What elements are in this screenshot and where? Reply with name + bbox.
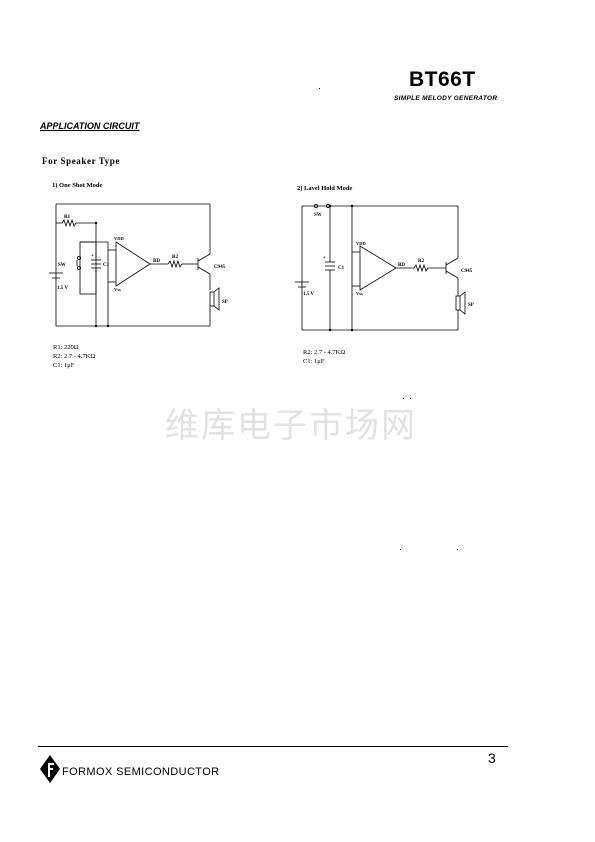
speck [457,549,458,550]
subsection-title: For Speaker Type [42,156,120,166]
parts-item: R1: 220Ω [53,344,79,351]
c1-label-plus: + [91,254,94,259]
formox-logo-icon [40,755,60,783]
speck [410,398,411,399]
c2-label-r2: R2 [418,259,425,264]
c2-label-plus: + [323,256,326,261]
c2-label-vss: Vss [356,291,363,296]
document-subtitle: SIMPLE MELODY GENERATOR [394,95,498,102]
c2-label-bd: BD [398,263,405,268]
circuit2-parts-list: R2: 2.7 - 4.7KΩ C1: 1μF [303,348,345,366]
parts-item: R2: 2.7 - 4.7KΩ [303,349,346,356]
c2-label-battery: 1.5 V [303,292,314,297]
parts-item: C1: 1μF [53,362,75,369]
watermark: 维库电子市场网 [165,406,417,446]
footer-divider [38,746,508,747]
page-number: 3 [488,750,496,766]
c2-label-transistor: C945 [461,269,473,274]
c1-label-r2: R2 [172,255,179,260]
circuit2-caption: 2) Lavel Hold Mode [297,185,353,192]
c1-label-battery: 1.5 V [57,286,68,291]
c2-label-c1: C1 [338,266,345,271]
c2-label-vdd: VDD [356,241,366,246]
c1-label-r1: R1 [64,215,71,220]
speck [400,549,401,550]
c2-label-speaker: SP [468,303,474,308]
document-title: BT66T [409,68,476,91]
parts-item: C1: 1μF [303,358,325,365]
c1-label-transistor: C945 [214,265,226,270]
speck [319,88,320,89]
c1-label-sw: SW [58,263,66,268]
speck [403,398,404,399]
c1-label-speaker: SP [222,300,228,305]
c2-label-sw: SW [314,213,322,218]
c1-label-vdd: VDD [114,236,124,241]
c1-label-vss: Vss [114,287,121,292]
circuit1-parts-list: R1: 220Ω R2: 2.7 - 4.7KΩ C1: 1μF [53,343,95,370]
c1-label-c1: C1 [103,263,110,268]
parts-item: R2: 2.7 - 4.7KΩ [53,353,96,360]
section-title: APPLICATION CIRCUIT [40,121,140,131]
circuit1-caption: 1) One Shot Mode [52,182,103,189]
c1-label-bd: BD [153,259,160,264]
company-name: FORMOX SEMICONDUCTOR [62,766,220,778]
